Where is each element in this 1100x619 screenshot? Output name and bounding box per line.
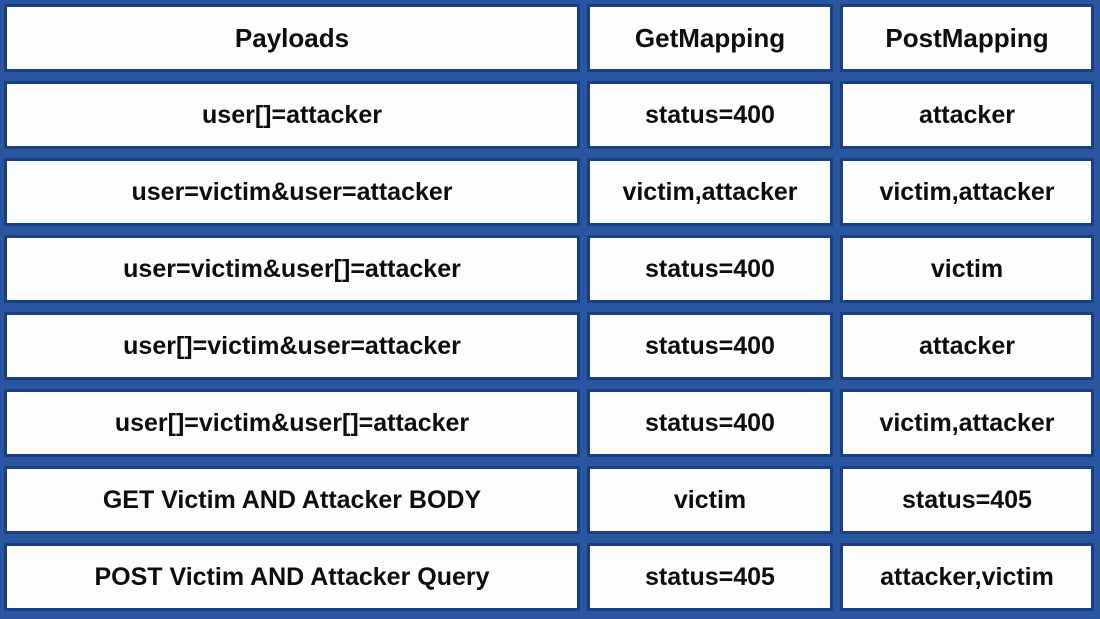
table-cell-getmapping: status=400 [587, 81, 833, 149]
table-cell-postmapping: victim,attacker [840, 389, 1094, 457]
table-cell-getmapping: status=405 [587, 543, 833, 611]
table-cell-payload: user[]=victim&user[]=attacker [4, 389, 580, 457]
table-cell-postmapping: victim,attacker [840, 158, 1094, 226]
table-cell-postmapping: attacker,victim [840, 543, 1094, 611]
table-cell-payload: user=victim&user[]=attacker [4, 235, 580, 303]
header-cell-postmapping: PostMapping [840, 4, 1094, 72]
table-cell-payload: POST Victim AND Attacker Query [4, 543, 580, 611]
table-cell-payload: GET Victim AND Attacker BODY [4, 466, 580, 534]
table-cell-getmapping: victim,attacker [587, 158, 833, 226]
table-cell-getmapping: status=400 [587, 235, 833, 303]
table-cell-getmapping: status=400 [587, 389, 833, 457]
table-cell-payload: user=victim&user=attacker [4, 158, 580, 226]
table-cell-postmapping: attacker [840, 81, 1094, 149]
table-cell-postmapping: attacker [840, 312, 1094, 380]
table-cell-postmapping: victim [840, 235, 1094, 303]
table-cell-getmapping: victim [587, 466, 833, 534]
table-cell-postmapping: status=405 [840, 466, 1094, 534]
table-cell-payload: user[]=attacker [4, 81, 580, 149]
table-cell-payload: user[]=victim&user=attacker [4, 312, 580, 380]
header-cell-payloads: Payloads [4, 4, 580, 72]
table-cell-getmapping: status=400 [587, 312, 833, 380]
header-cell-getmapping: GetMapping [587, 4, 833, 72]
